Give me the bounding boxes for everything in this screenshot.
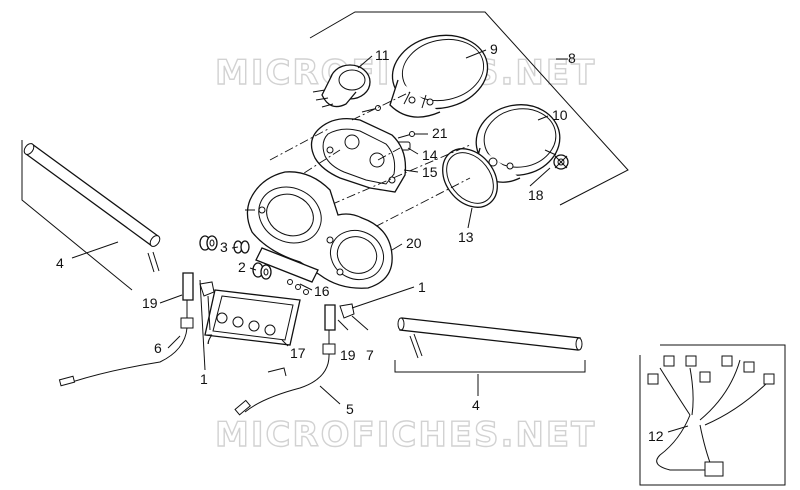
- clip-part-7-right[interactable]: [339, 303, 355, 319]
- callout-3: 3: [220, 239, 228, 255]
- callout-12: 12: [648, 428, 664, 444]
- cable-part-5[interactable]: [244, 353, 330, 413]
- callout-15: 15: [422, 164, 438, 180]
- gear-part-18[interactable]: [553, 154, 569, 170]
- warning-panel-17[interactable]: [204, 289, 301, 346]
- cable-end-5: [234, 399, 251, 416]
- cable-clip: [267, 367, 287, 377]
- wiring-harness-12[interactable]: [647, 355, 775, 477]
- instrument-housing-20[interactable]: [245, 171, 393, 289]
- cable-part-6[interactable]: [71, 327, 188, 383]
- nut-part-2[interactable]: [252, 262, 272, 280]
- leader-lines: [71, 49, 689, 433]
- bracket-group-12: [639, 344, 786, 486]
- screw-part-21[interactable]: [397, 131, 415, 139]
- callout-20: 20: [406, 235, 422, 251]
- callout-14: 14: [422, 147, 438, 163]
- bracket-group-4-right: [394, 360, 586, 373]
- small-gauge-11[interactable]: [312, 64, 371, 108]
- bracket-group-8: [309, 11, 629, 206]
- callout-1-left: 1: [200, 371, 208, 387]
- mounting-plate-15[interactable]: [310, 117, 407, 193]
- callout-11: 11: [375, 47, 390, 63]
- callout-7-right: 7: [366, 347, 374, 363]
- large-gauge-9[interactable]: [386, 27, 495, 118]
- tube-part-4-right[interactable]: [397, 317, 583, 359]
- callout-5: 5: [346, 401, 354, 417]
- large-gauge-10[interactable]: [471, 98, 566, 183]
- callout-9: 9: [490, 41, 498, 57]
- clip-part-7-left[interactable]: [199, 281, 215, 297]
- bracket-group-4-left: [21, 140, 133, 291]
- callout-21: 21: [432, 125, 448, 141]
- callout-17: 17: [290, 345, 306, 361]
- callout-8: 8: [568, 50, 576, 66]
- callout-4-left: 4: [56, 255, 64, 271]
- callout-19-right: 19: [340, 347, 356, 363]
- sensor-part-19-left[interactable]: [180, 272, 194, 329]
- callout-2: 2: [238, 259, 246, 275]
- callout-19-left: 19: [142, 295, 158, 311]
- callout-1-right: 1: [418, 279, 426, 295]
- sensor-part-19-right[interactable]: [322, 304, 336, 355]
- callout-10: 10: [552, 107, 568, 123]
- cable-end-6: [58, 375, 76, 387]
- callout-16: 16: [314, 283, 330, 299]
- tube-part-4-left[interactable]: [22, 142, 162, 273]
- lens-strip-16[interactable]: [255, 247, 319, 295]
- callout-7-left: 7: [205, 331, 213, 347]
- callout-13: 13: [458, 229, 474, 245]
- leader-1-left: [199, 279, 206, 371]
- callout-4-right: 4: [472, 397, 480, 413]
- callout-6: 6: [154, 340, 162, 356]
- callout-18: 18: [528, 187, 544, 203]
- watermark-bottom: MICROFICHES.NET: [215, 415, 596, 455]
